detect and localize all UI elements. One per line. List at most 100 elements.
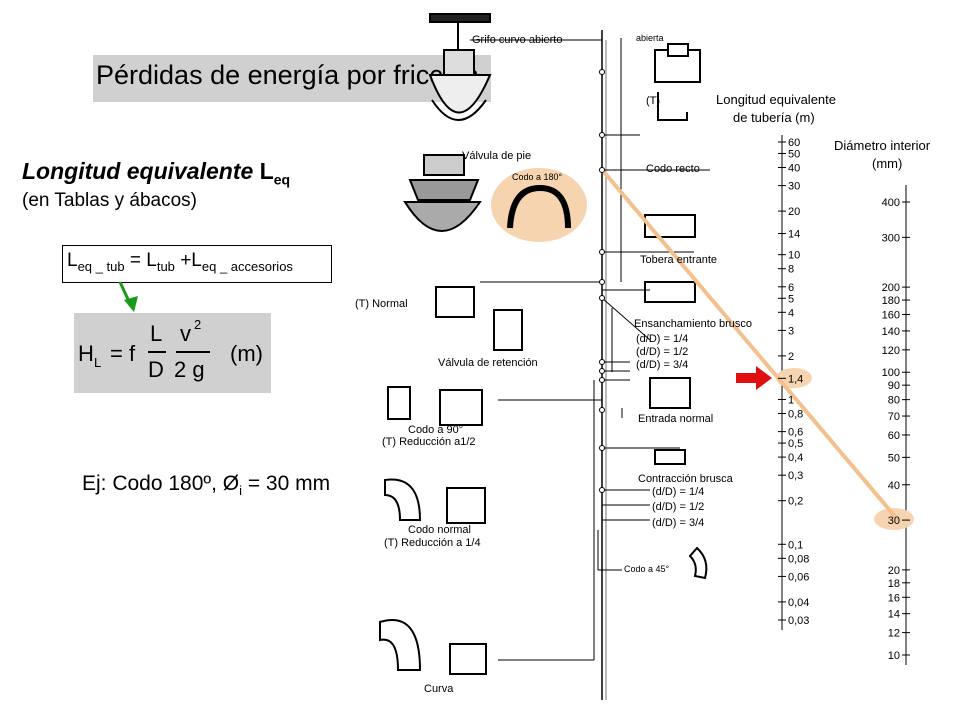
axis-tick-label: 20 xyxy=(788,206,800,218)
axis-tick-label: 180 xyxy=(882,295,900,307)
axis-tick-label: 140 xyxy=(882,326,900,338)
axis-tick-label: 40 xyxy=(788,162,800,174)
fitting-label: Codo normal xyxy=(408,524,471,536)
axis-tick-label: 0,08 xyxy=(788,553,809,565)
codo-180-drawing xyxy=(507,184,571,229)
length-axis-ticks: 605040302014108654321,410,80,60,50,40,30… xyxy=(778,137,809,627)
length-axis-title: de tubería (m) xyxy=(733,110,815,125)
fraction-bar xyxy=(148,351,166,353)
axis-tick-label: 10 xyxy=(788,250,800,262)
fraction-bar xyxy=(176,351,210,353)
axis-tick-label: 8 xyxy=(788,264,794,276)
example-text: Ej: Codo 180º, Ø xyxy=(82,472,240,495)
eq-sign: = xyxy=(129,250,141,271)
fitting-label: (T) Normal xyxy=(355,298,408,310)
fitting-label: abierta xyxy=(636,33,664,43)
equation-box: Leq _ tub = Ltub +Leq _ accesorios xyxy=(62,245,332,283)
axis-tick-label: 0,06 xyxy=(788,571,809,583)
fitting-label: (d/D) = 1/4 xyxy=(636,333,689,345)
axis-tick-label: 0,5 xyxy=(788,438,803,450)
hl-H: H xyxy=(78,341,94,366)
hl-H-sub: L xyxy=(94,355,102,370)
axis-tick-label: 6 xyxy=(788,282,794,294)
fitting-label: Válvula de pie xyxy=(462,150,532,162)
fitting-label: (d/D) = 1/2 xyxy=(636,346,689,358)
fitting-label: Ensanchamiento brusco xyxy=(634,318,753,330)
diameter-axis-title: Diámetro interior xyxy=(834,138,931,153)
equation: Leq _ tub = Ltub +Leq _ accesorios xyxy=(67,250,293,274)
fitting-label: (d/D) = 3/4 xyxy=(652,517,705,529)
eq-lhs-sub: eq _ tub xyxy=(77,258,125,274)
axis-tick-label: 0,8 xyxy=(788,409,803,421)
hl-units: (m) xyxy=(230,341,263,366)
axis-tick-label: 2 xyxy=(788,351,794,363)
highlight-diameter xyxy=(874,508,914,530)
hl-eq: = f xyxy=(110,341,136,366)
fitting-label: (d/D) = 1/2 xyxy=(652,501,705,513)
axis-tick-label: 60 xyxy=(888,430,900,442)
axis-tick-label: 0,1 xyxy=(788,539,803,551)
length-axis-title: Longitud equivalente xyxy=(716,92,836,107)
axis-tick-label: 50 xyxy=(888,452,900,464)
red-arrow xyxy=(736,366,772,390)
subtitle: Longitud equivalente Leq xyxy=(22,158,290,188)
example: Ej: Codo 180º, Øi = 30 mm xyxy=(82,472,330,498)
axis-tick-label: 80 xyxy=(888,395,900,407)
axis-tick-label: 0,4 xyxy=(788,452,803,464)
axis-tick-label: 200 xyxy=(882,282,900,294)
axis-tick-label: 3 xyxy=(788,325,794,337)
axis-tick-label: 70 xyxy=(888,411,900,423)
fitting-label: (d/D) = 3/4 xyxy=(636,359,689,371)
axis-tick-label: 120 xyxy=(882,345,900,357)
axis-tick-label: 60 xyxy=(788,137,800,149)
fitting-label: Codo a 90° xyxy=(408,424,464,436)
axis-tick-label: 30 xyxy=(788,181,800,193)
fitting-label: Válvula de retención xyxy=(438,357,538,369)
head-loss-formula: H L = f L D v 2 2 g (m) xyxy=(74,313,271,393)
fitting-label: Codo a 45° xyxy=(624,564,670,574)
axis-tick-label: 0,3 xyxy=(788,470,803,482)
subtitle-sub: eq xyxy=(273,171,291,188)
hl-D: D xyxy=(148,357,164,382)
fitting-label: Grifo curvo abierto xyxy=(472,34,563,46)
axis-tick-label: 18 xyxy=(888,578,900,590)
axis-tick-label: 16 xyxy=(888,592,900,604)
axis-tick-label: 4 xyxy=(788,307,794,319)
hl-L: L xyxy=(150,321,163,346)
fitting-label: Codo recto xyxy=(646,163,700,175)
fitting-label: Tobera entrante xyxy=(640,254,718,266)
subtitle-bold: Longitud equivalente xyxy=(22,158,254,184)
eq-t1: L xyxy=(146,250,157,271)
eq-t2: L xyxy=(191,250,202,271)
axis-tick-label: 20 xyxy=(888,565,900,577)
eq-t1-sub: tub xyxy=(156,258,175,274)
hl-sup: 2 xyxy=(194,317,202,332)
valve-drawing xyxy=(403,13,492,232)
axis-tick-label: 300 xyxy=(882,232,900,244)
diameter-axis-title: (mm) xyxy=(872,156,903,171)
reading-line xyxy=(602,170,900,522)
fitting-label: Curva xyxy=(424,683,454,695)
eq-t2-sub: eq _ accesorios xyxy=(201,258,293,274)
axis-tick-label: 0,03 xyxy=(788,615,809,627)
axis-tick-label: 50 xyxy=(788,148,800,160)
axis-tick-label: 14 xyxy=(788,229,800,241)
axis-tick-label: 0,04 xyxy=(788,597,809,609)
slide-title: Pérdidas de energía por fricción xyxy=(96,60,479,90)
eq-plus: + xyxy=(180,250,192,271)
hl-g: 2 g xyxy=(174,357,205,382)
hl-v: v xyxy=(180,321,191,346)
example-sub: i xyxy=(239,483,242,499)
axis-tick-label: 100 xyxy=(882,367,900,379)
eq-lhs: L xyxy=(67,250,78,271)
axis-tick-label: 30 xyxy=(888,515,900,527)
diameter-axis-ticks: 4003002001801601401201009080706050403020… xyxy=(882,197,910,662)
axis-tick-label: 5 xyxy=(788,293,794,305)
axis-tick-label: 10 xyxy=(888,650,900,662)
fitting-label: (T) Reducción a 1/4 xyxy=(384,537,481,549)
fitting-label: Codo a 180° xyxy=(512,172,563,182)
axis-tick-label: 0,2 xyxy=(788,496,803,508)
axis-tick-label: 160 xyxy=(882,310,900,322)
